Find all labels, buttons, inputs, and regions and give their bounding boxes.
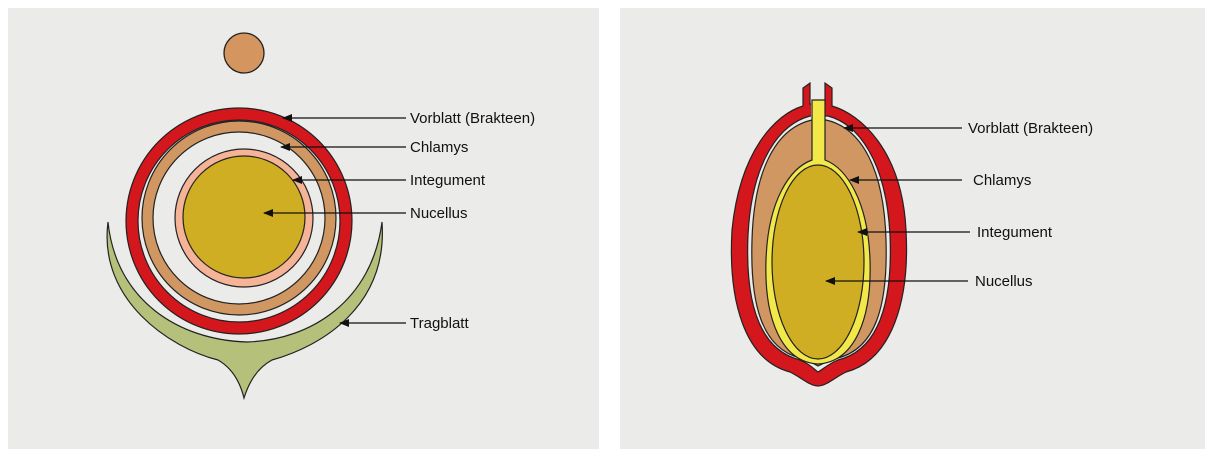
left-transverse-section: Vorblatt (Brakteen) Chlamys Integument N… xyxy=(107,33,535,398)
nucellus-circle xyxy=(183,156,305,278)
nucellus-ellipse xyxy=(772,165,864,359)
right-label-vorblatt: Vorblatt (Brakteen) xyxy=(968,120,1093,137)
left-label-nucellus: Nucellus xyxy=(410,205,468,222)
left-label-integument: Integument xyxy=(410,172,486,189)
top-bud-circle xyxy=(224,33,264,73)
right-label-chlamys: Chlamys xyxy=(973,172,1031,189)
left-label-tragblatt: Tragblatt xyxy=(410,315,469,332)
left-label-chlamys: Chlamys xyxy=(410,139,468,156)
right-label-integument: Integument xyxy=(977,224,1053,241)
left-label-vorblatt: Vorblatt (Brakteen) xyxy=(410,110,535,127)
right-label-nucellus: Nucellus xyxy=(975,273,1033,290)
right-longitudinal-section: Vorblatt (Brakteen) Chlamys Integument N… xyxy=(731,83,1093,386)
